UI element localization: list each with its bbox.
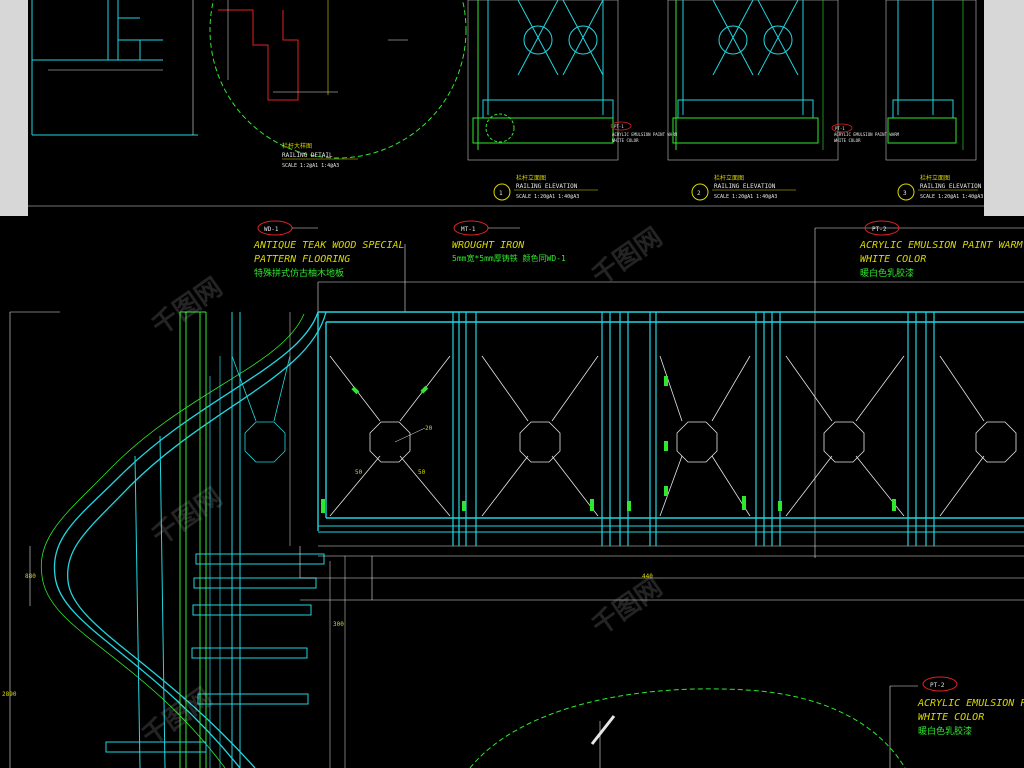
elevation-1-en: RAILING ELEVATION xyxy=(516,183,578,190)
callout-wd1-line1: ANTIQUE TEAK WOOD SPECIAL xyxy=(253,240,405,251)
railing-posts xyxy=(452,312,935,546)
callout-wd1: WD-1 ANTIQUE TEAK WOOD SPECIAL PATTERN F… xyxy=(253,220,405,279)
railing-elevation-3 xyxy=(885,0,977,161)
elevation-2-cn: 栏杆立面图 xyxy=(714,174,744,182)
watermark-overlay: 千图网 千图网 千图网 千图网 千图网 xyxy=(137,222,668,751)
detail-title-cn: 栏杆大样图 xyxy=(282,142,312,150)
elevation-2-en: RAILING ELEVATION xyxy=(714,183,776,190)
reference-lines xyxy=(9,227,1024,768)
note-pt1-a: PT-1 ACRYLIC EMULSION PAINT WARM WHITE C… xyxy=(610,121,678,143)
callout-mt1-line1: WROUGHT IRON xyxy=(452,240,525,251)
elevation-3-cn: 栏杆立面图 xyxy=(920,174,950,182)
callout-pt2-lower-line2: WHITE COLOR xyxy=(918,712,984,723)
lattice-markers xyxy=(321,376,896,513)
callout-pt2-lower-line1: ACRYLIC EMULSION PAINT xyxy=(917,698,1024,709)
watermark-4: 千图网 xyxy=(587,572,668,641)
elevation-1-number: 1 xyxy=(499,190,503,197)
callout-pt2-lower: PT-2 ACRYLIC EMULSION PAINT WHITE COLOR … xyxy=(917,676,1024,737)
watermark-1: 千图网 xyxy=(147,272,228,341)
railing-elevation-2 xyxy=(667,0,839,161)
note-pt1-b-tag: PT-1 xyxy=(835,126,845,131)
dim-2890: 2890 xyxy=(2,691,17,698)
callout-pt2-lower-line3: 暖白色乳胶漆 xyxy=(918,725,972,737)
elevation-3-en: RAILING ELEVATION xyxy=(920,183,982,190)
callout-pt2-tag: PT-2 xyxy=(872,226,887,233)
dim-20: 20 xyxy=(425,425,433,432)
dimension-labels: 50 50 20 880 300 440 2890 xyxy=(2,425,653,698)
elevation-2-number: 2 xyxy=(697,190,701,197)
railing-lattice xyxy=(231,355,1017,517)
stair-treads xyxy=(105,553,325,753)
elevation-3-number: 3 xyxy=(903,190,907,197)
watermark-3: 千图网 xyxy=(147,482,228,551)
callout-mt1-line2: 5mm宽*5mm厚铸铁 颜色同WD-1 xyxy=(452,253,566,263)
callout-mt1: MT-1 WROUGHT IRON 5mm宽*5mm厚铸铁 颜色同WD-1 xyxy=(452,220,566,263)
bottom-drawing-canvas: WD-1 ANTIQUE TEAK WOOD SPECIAL PATTERN F… xyxy=(2,220,1024,768)
elevation-3-title: 3 栏杆立面图 RAILING ELEVATION SCALE 1:20@A1 … xyxy=(897,174,983,201)
dim-50a: 50 xyxy=(355,469,363,476)
dim-440: 440 xyxy=(642,573,653,580)
callout-pt2: PT-2 ACRYLIC EMULSION PAINT WARM WHITE C… xyxy=(859,220,1024,279)
railing-detail-circle xyxy=(209,0,467,159)
detail-title-en: RAILING DETAIL xyxy=(282,152,333,159)
callout-pt2-line3: 暖白色乳胶漆 xyxy=(860,267,914,279)
lower-detail-circle xyxy=(469,688,906,768)
callout-pt2-line2: WHITE COLOR xyxy=(860,254,926,265)
watermark-2: 千图网 xyxy=(587,222,668,291)
railing-elevation-1 xyxy=(467,0,619,161)
callout-mt1-tag: MT-1 xyxy=(461,226,476,233)
dim-880: 880 xyxy=(25,573,36,580)
stair-stringers xyxy=(134,311,291,768)
railing-top-rail xyxy=(317,311,1024,531)
section-fragment xyxy=(31,0,198,136)
note-pt1-a-line1: ACRYLIC EMULSION PAINT WARM xyxy=(612,132,678,137)
dim-50b: 50 xyxy=(418,469,426,476)
top-drawing-canvas: 栏杆大样图 RAILING DETAIL SCALE 1:2@A1 1:4@A3 xyxy=(28,0,984,207)
note-pt1-a-line2: WHITE COLOR xyxy=(612,138,639,143)
elevation-1-scale: SCALE 1:20@A1 1:40@A3 xyxy=(516,194,579,200)
note-pt1-b-line2: WHITE COLOR xyxy=(834,138,861,143)
railing-detail-title: 栏杆大样图 RAILING DETAIL SCALE 1:2@A1 1:4@A3 xyxy=(282,142,358,169)
elevation-2-scale: SCALE 1:20@A1 1:40@A3 xyxy=(714,194,777,200)
bottom-drawing-sheet: WD-1 ANTIQUE TEAK WOOD SPECIAL PATTERN F… xyxy=(0,216,1024,768)
elevation-3-scale: SCALE 1:20@A1 1:40@A3 xyxy=(920,194,983,200)
note-pt1-a-tag: PT-1 xyxy=(614,124,624,129)
callout-pt2-lower-tag: PT-2 xyxy=(930,682,945,689)
note-pt1-b-line1: ACRYLIC EMULSION PAINT WARM xyxy=(834,132,900,137)
elevation-1-cn: 栏杆立面图 xyxy=(516,174,546,182)
top-drawing-sheet: 栏杆大样图 RAILING DETAIL SCALE 1:2@A1 1:4@A3 xyxy=(28,0,984,216)
detail-scale: SCALE 1:2@A1 1:4@A3 xyxy=(282,163,339,169)
callout-wd1-line3: 特殊拼式仿古柚木地板 xyxy=(254,267,344,279)
elevation-1-title: 1 栏杆立面图 RAILING ELEVATION SCALE 1:20@A1 … xyxy=(493,174,598,201)
note-pt1-b: PT-1 ACRYLIC EMULSION PAINT WARM WHITE C… xyxy=(831,123,900,143)
dim-300: 300 xyxy=(333,621,344,628)
elevation-2-title: 2 栏杆立面图 RAILING ELEVATION SCALE 1:20@A1 … xyxy=(691,174,796,201)
callout-wd1-tag: WD-1 xyxy=(264,226,279,233)
callout-wd1-line2: PATTERN FLOORING xyxy=(254,254,350,265)
callout-pt2-line1: ACRYLIC EMULSION PAINT WARM xyxy=(859,240,1024,251)
landing-slab xyxy=(299,525,1024,768)
